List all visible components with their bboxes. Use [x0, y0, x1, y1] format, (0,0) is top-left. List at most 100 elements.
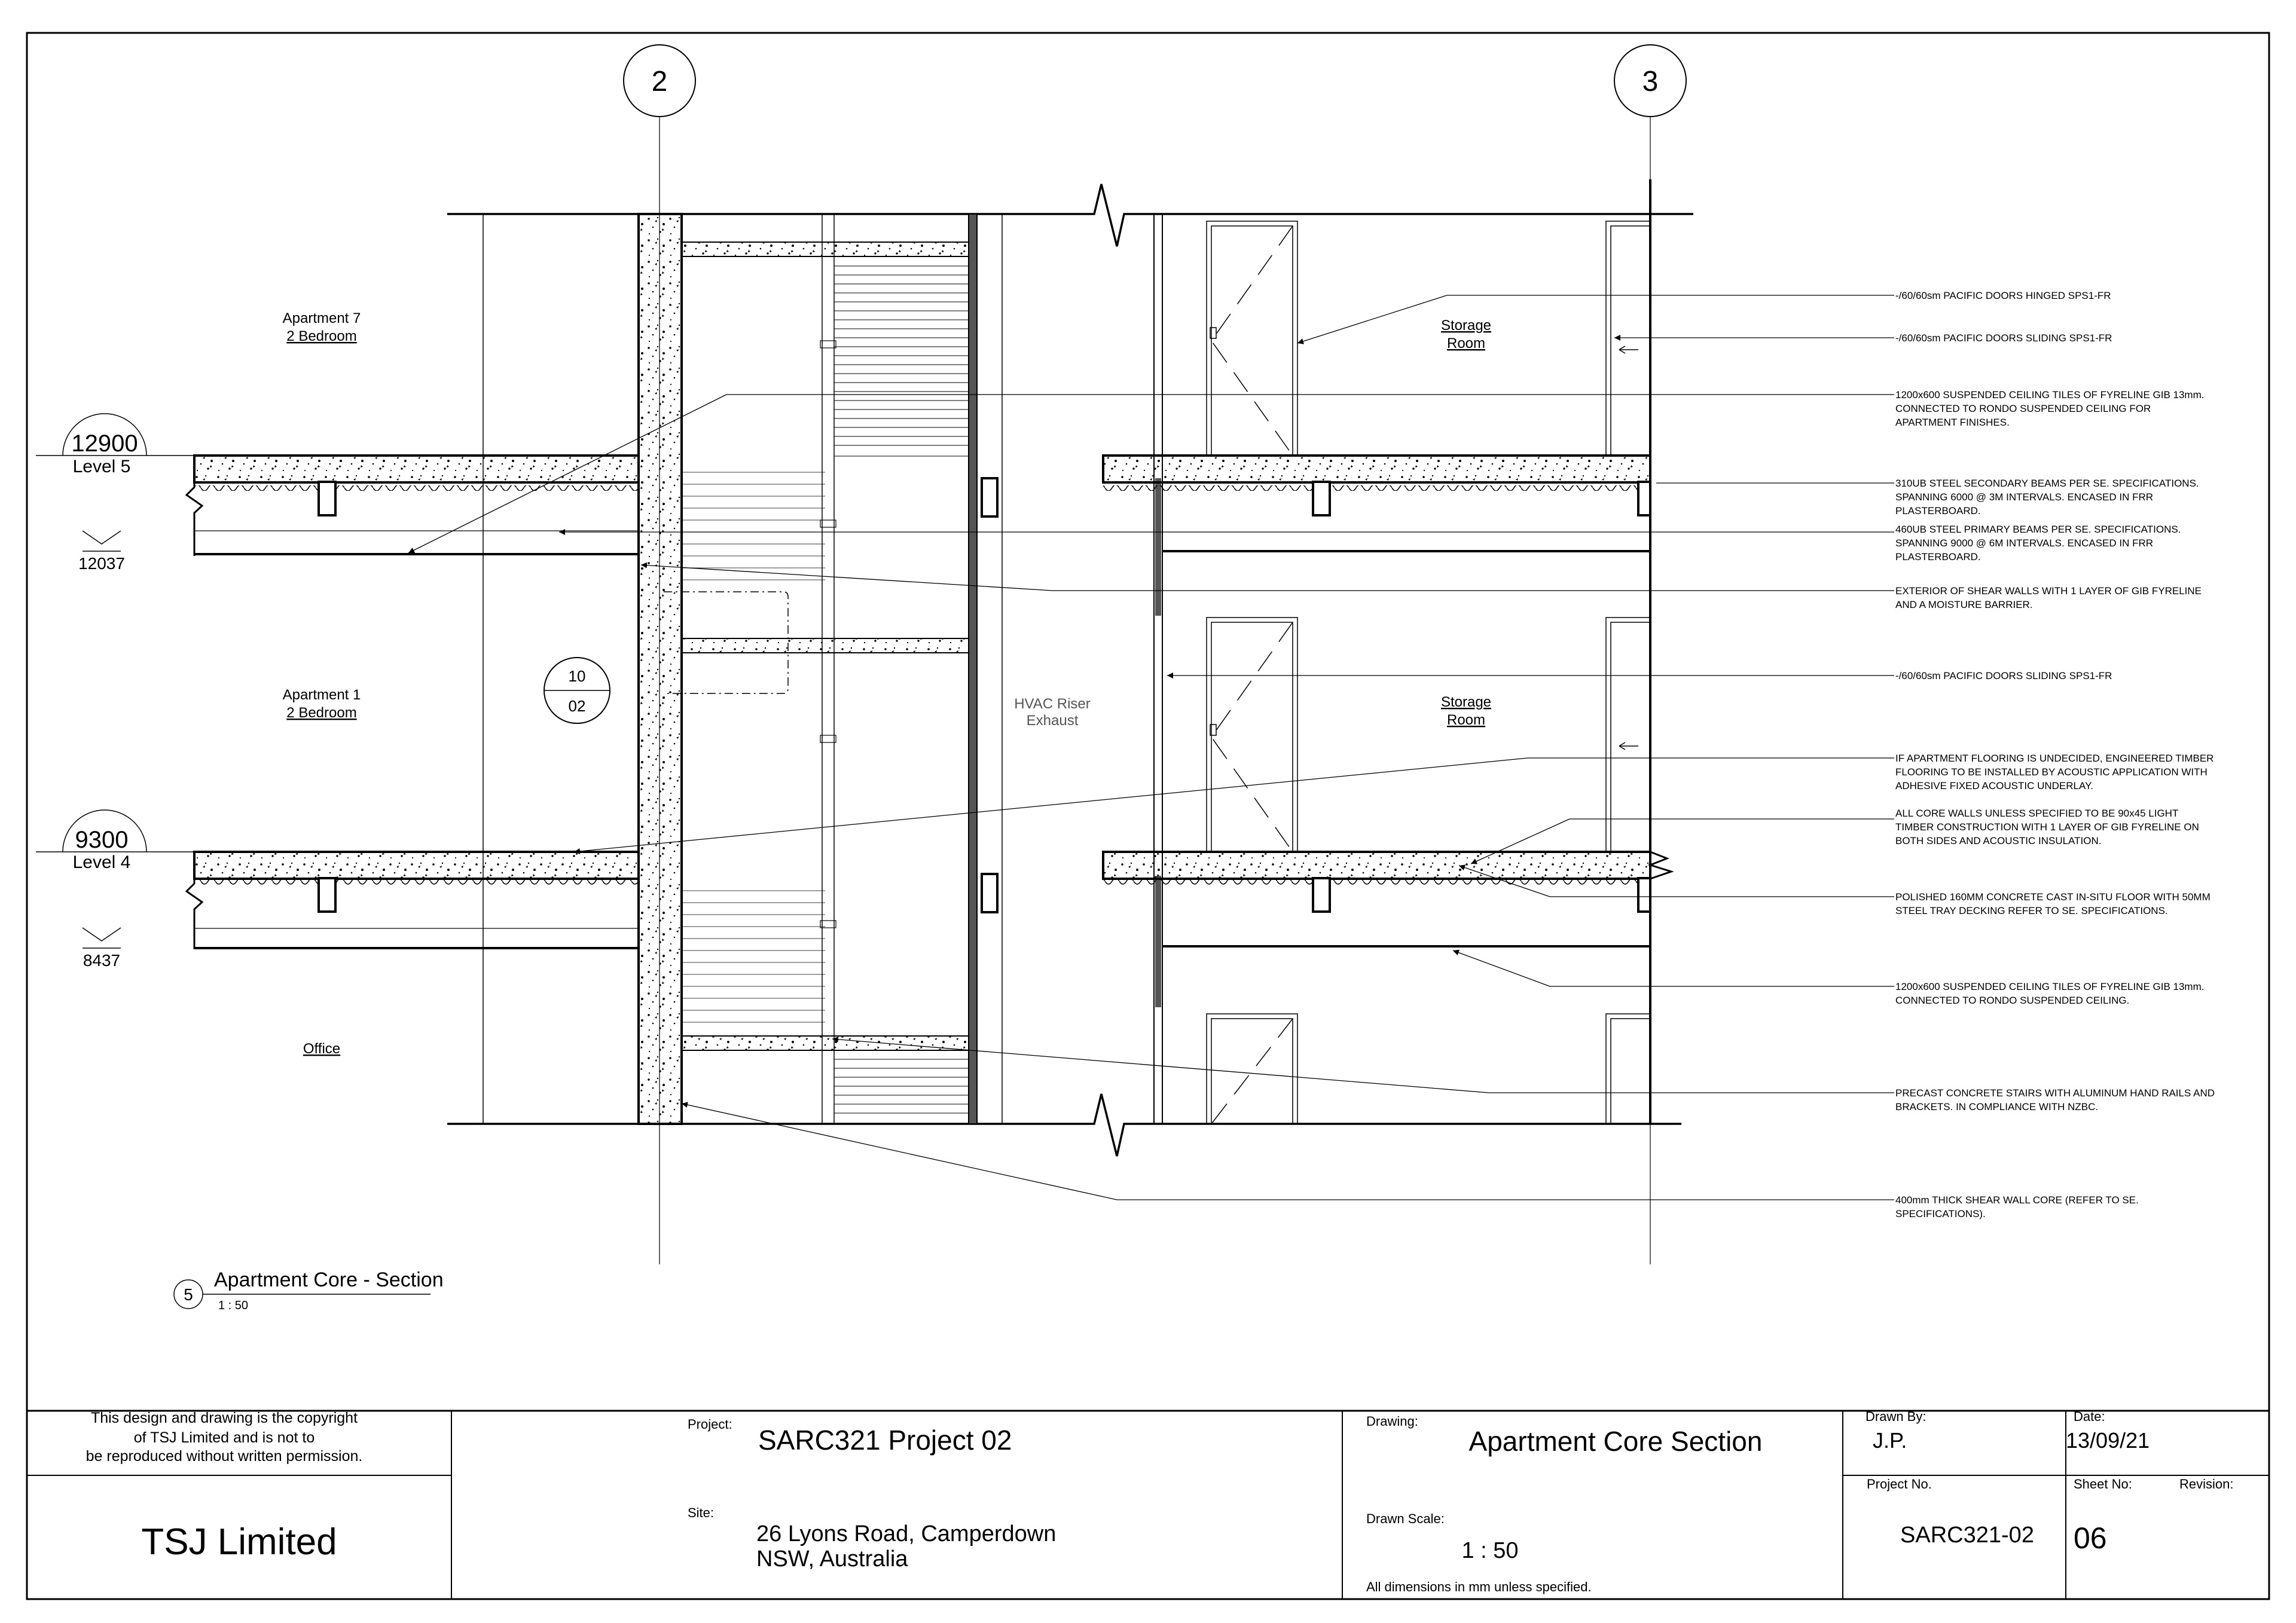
- note-shear-wall-exterior: EXTERIOR OF SHEAR WALLS WITH 1 LAYER OF …: [1895, 585, 2205, 610]
- grid-bubble-2: [623, 44, 696, 117]
- project-label: Project:: [688, 1417, 732, 1432]
- callout-sheet-number: 02: [569, 697, 586, 715]
- grid-label-2: 2: [652, 66, 668, 97]
- beam-right-4b: [1637, 877, 1651, 913]
- callout-detail-number: 10: [569, 667, 586, 685]
- sliding-door-middle: [1605, 617, 1651, 852]
- grid-label-3: 3: [1642, 66, 1659, 97]
- riser-beam-4: [981, 873, 999, 913]
- sliding-door-upper: [1605, 221, 1651, 456]
- riser-wall-left: [968, 213, 978, 1124]
- date-label: Date:: [2074, 1409, 2105, 1424]
- drawn-scale-label: Drawn Scale:: [1366, 1511, 1445, 1526]
- decking-level-5-left: [194, 482, 639, 491]
- room-apartment-7: Apartment 7: [283, 310, 361, 326]
- view-title-text: Apartment Core - Section: [214, 1269, 444, 1291]
- hvac-riser-label: HVAC Riser: [1014, 696, 1091, 712]
- decking-level-4-left: [194, 879, 639, 887]
- decking-level-4-right: [1103, 879, 1650, 887]
- room-storage-lower-2: Room: [1447, 712, 1485, 728]
- room-office: Office: [303, 1041, 340, 1057]
- storage-wall-insulation-lower: [1155, 876, 1161, 1007]
- storage-wall-left: [1153, 213, 1163, 1124]
- beam-left-5: [317, 481, 337, 516]
- view-title: 5 Apartment Core - Section 1 : 50: [173, 1269, 444, 1312]
- slab-break-right-4: [1647, 851, 1674, 880]
- top-break-mark: [1089, 184, 1129, 247]
- view-scale: 1 : 50: [218, 1299, 248, 1312]
- project-no-label: Project No.: [1867, 1477, 1932, 1491]
- level-5-ceiling-height: 12037: [78, 554, 125, 573]
- room-apartment-1-type: 2 Bedroom: [286, 705, 356, 721]
- level-5-name: Level 5: [73, 457, 131, 476]
- beam-right-5b: [1637, 481, 1651, 516]
- note-hinged-door: -/60/60sm PACIFIC DOORS HINGED SPS1-FR: [1895, 290, 2111, 301]
- sheet-border: [26, 32, 2270, 1600]
- grid-bubble-3: [1614, 44, 1687, 117]
- stair-landing-bottom: [681, 1035, 969, 1051]
- beam-left-4: [317, 877, 337, 913]
- note-secondary-beams: 310UB STEEL SECONDARY BEAMS PER SE. SPEC…: [1895, 478, 2202, 516]
- room-apartment-1: Apartment 1: [283, 687, 361, 703]
- site-address-1: 26 Lyons Road, Camperdown: [756, 1521, 1056, 1546]
- note-ceiling-tiles: 1200x600 SUSPENDED CEILING TILES OF FYRE…: [1895, 981, 2207, 1006]
- slab-level-4-left: [193, 851, 640, 880]
- site-address-2: NSW, Australia: [756, 1546, 908, 1572]
- note-stairs: PRECAST CONCRETE STAIRS WITH ALUMINUM HA…: [1895, 1087, 2218, 1112]
- section-view: 2 3: [36, 44, 2218, 1312]
- site-label: Site:: [688, 1505, 714, 1520]
- room-storage-upper-2: Room: [1447, 335, 1485, 352]
- slab-level-5-left: [193, 454, 640, 484]
- note-core-walls: ALL CORE WALLS UNLESS SPECIFIED TO BE 90…: [1895, 808, 2202, 846]
- hinged-door-upper: [1206, 221, 1298, 456]
- drawn-by-label: Drawn By:: [1866, 1409, 1926, 1424]
- stair-flight-hidden: [682, 472, 825, 1023]
- shear-wall-core: [637, 213, 683, 1125]
- note-sliding-door-lower: -/60/60sm PACIFIC DOORS SLIDING SPS1-FR: [1895, 670, 2112, 681]
- handrail-brackets: [820, 340, 836, 928]
- copyright-line-1: This design and drawing is the copyright: [91, 1410, 358, 1426]
- company-name: TSJ Limited: [141, 1521, 337, 1563]
- level-marker-4: 9300 Level 4 8437: [36, 809, 197, 970]
- dimensions-note: All dimensions in mm unless specified.: [1366, 1579, 1592, 1594]
- level-5-elevation: 12900: [71, 430, 138, 457]
- level-4-name: Level 4: [73, 852, 131, 872]
- beam-right-5a: [1312, 481, 1331, 516]
- note-concrete-floor: POLISHED 160MM CONCRETE CAST IN-SITU FLO…: [1895, 891, 2213, 916]
- slab-break-4: [185, 851, 204, 949]
- stair-landing-top: [681, 242, 969, 257]
- note-sliding-door-upper: -/60/60sm PACIFIC DOORS SLIDING SPS1-FR: [1895, 332, 2112, 344]
- revision-label: Revision:: [2179, 1477, 2233, 1491]
- copyright-line-3: be reproduced without written permission…: [86, 1448, 363, 1465]
- storage-wall-insulation-upper: [1155, 478, 1161, 616]
- hvac-exhaust-label: Exhaust: [1027, 713, 1079, 729]
- room-apartment-7-type: 2 Bedroom: [286, 328, 356, 344]
- stair-treads-upper: [833, 256, 969, 457]
- hinged-door-lower: [1206, 1013, 1298, 1124]
- note-primary-beams: 460UB STEEL PRIMARY BEAMS PER SE. SPECIF…: [1895, 524, 2184, 563]
- slab-level-5-right: [1102, 454, 1651, 484]
- project-name: SARC321 Project 02: [758, 1425, 1012, 1456]
- note-flooring: IF APARTMENT FLOORING IS UNDECIDED, ENGI…: [1895, 753, 2216, 791]
- hinged-door-middle: [1206, 617, 1298, 852]
- beam-right-4a: [1312, 877, 1331, 913]
- stair-treads-lower: [833, 1050, 969, 1124]
- riser-beam-5: [981, 477, 999, 518]
- room-storage-lower: Storage: [1441, 694, 1491, 710]
- drawn-by-value: J.P.: [1873, 1428, 1907, 1453]
- sheet-no-label: Sheet No:: [2074, 1477, 2132, 1491]
- sliding-door-lower: [1605, 1013, 1651, 1124]
- annotation-notes: -/60/60sm PACIFIC DOORS HINGED SPS1-FR -…: [1895, 290, 2218, 1219]
- project-no-value: SARC321-02: [1900, 1523, 2034, 1548]
- bottom-break-mark: [1089, 1093, 1129, 1157]
- level-4-elevation: 9300: [75, 827, 129, 853]
- drawing-label: Drawing:: [1366, 1414, 1418, 1429]
- drawing-title: Apartment Core Section: [1469, 1426, 1763, 1457]
- note-shear-wall-core: 400mm THICK SHEAR WALL CORE (REFER TO SE…: [1895, 1194, 2142, 1219]
- view-number: 5: [184, 1285, 193, 1304]
- note-ceiling-tiles-apartment: 1200x600 SUSPENDED CEILING TILES OF FYRE…: [1895, 389, 2207, 428]
- slab-break-5: [185, 454, 204, 556]
- level-4-ceiling-height: 8437: [83, 951, 120, 970]
- room-storage-upper: Storage: [1441, 317, 1491, 334]
